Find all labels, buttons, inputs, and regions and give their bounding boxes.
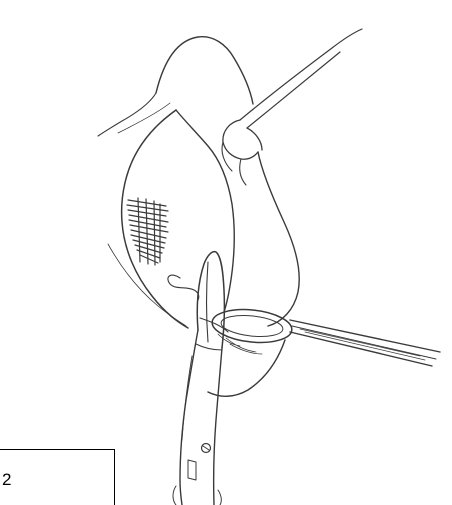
dissector-inner-line (207, 262, 209, 342)
figure-number: 2 (2, 471, 11, 488)
suture-thread (168, 275, 199, 300)
loop-handle-lower (290, 332, 432, 366)
figure-label-box: 2 (0, 449, 115, 505)
organ-left-faint-line (108, 244, 186, 326)
organ-lower-contour (208, 340, 285, 396)
retractor-fork-tip (223, 120, 262, 159)
suture-hatching (127, 198, 168, 265)
dissector-shaft-right (214, 348, 222, 505)
loop-handle-middle (292, 326, 436, 359)
dissector-pivot-screw-slot (203, 446, 209, 450)
retractor-fork-prong-left (222, 142, 232, 171)
loop-handle-upper (290, 320, 440, 352)
retractor-fork-prong-right (240, 159, 246, 185)
upper-lobe-outline (156, 37, 253, 104)
dissector-jaw-line (196, 344, 222, 350)
retractor-top-arm-lower (247, 52, 340, 128)
loop-instrument-ring-inner (220, 313, 284, 339)
upper-lobe-left-edge-faint (118, 103, 170, 133)
organ-right-contour (258, 152, 299, 326)
organ-inner-lobe (176, 110, 234, 312)
loop-shading-scribble (218, 334, 262, 354)
upper-lobe-left-edge (98, 93, 156, 136)
dissector-box-joint (188, 460, 196, 480)
retractor-top-arm-upper (240, 29, 362, 120)
